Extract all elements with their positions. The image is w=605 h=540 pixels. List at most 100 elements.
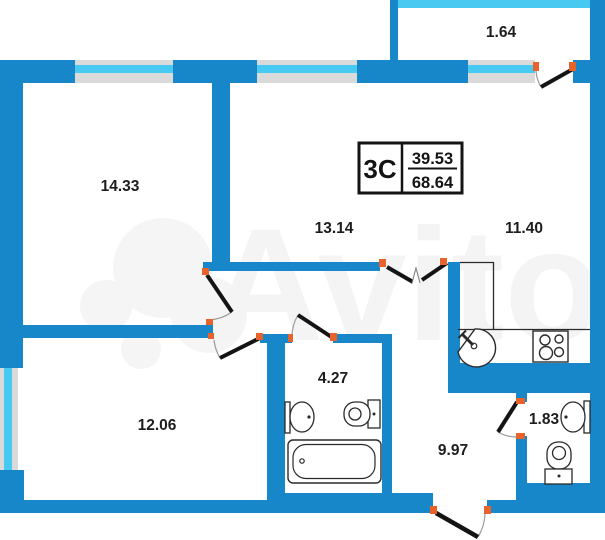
washbasin-tap [307,415,311,419]
door-jamb [208,333,214,339]
stove-burner [539,334,551,346]
door-jamb [379,259,386,267]
door-swing-arc [213,339,221,359]
wall-bath-right [382,334,392,500]
wall-room1-room2-divider [23,325,213,338]
room-label-bathroom: 4.27 [318,370,348,387]
door-jamb [430,506,437,514]
toilet-bowl-inner [348,407,362,421]
unit-info-badge: 3C 39.53 68.64 [357,141,464,195]
wall-top-segment [173,60,257,83]
door-jamb [288,334,293,342]
door-jamb [533,62,539,71]
toilet-bowl [343,401,371,427]
kitchen-folding-door [379,258,449,284]
bathtub-icon [287,439,382,484]
washbasin-tap [564,415,568,419]
stove-icon [532,330,569,363]
wall-kitchen-bottom [448,363,590,393]
interior-door-2 [208,333,263,360]
sink-tap [460,332,475,347]
wall-hall-top [203,262,380,271]
window-top-1-glass [75,65,173,73]
wall-wc-left-bottom [516,436,527,513]
wc-washbasin-icon [560,400,591,434]
wall-outer-bottom-left [0,500,433,513]
badge-upper-area: 39.53 [412,150,453,168]
wall-outer-left [0,60,23,368]
room-label-hallway: 9.97 [438,442,468,459]
door-jamb [206,319,213,325]
door-jamb [330,333,337,341]
door-jamb [516,398,525,404]
room-label-kitchen: 11.40 [505,220,543,237]
toilet-bowl-inner [551,445,567,461]
watermark-circle [80,280,132,332]
wc-door [496,398,525,439]
door-leaf [540,67,574,89]
washbasin-backplate [284,401,291,434]
interior-door-1 [202,268,234,325]
door-leaf [420,261,449,282]
wc-fixtures [544,400,591,485]
wall-room2-bath-divider [267,338,285,498]
sink-tap-handle [457,329,467,339]
bathtub-inner [292,443,376,480]
door-jamb [202,268,209,275]
stove-burner [554,334,564,344]
wall-balcony-left [390,0,398,60]
wall-top-segment [357,60,468,83]
door-leaf [205,273,234,314]
kitchen-sink-icon [457,328,497,368]
wall-kitchen-left [448,262,460,393]
bathroom-fixtures [284,399,382,484]
badge-rooms-type: 3C [363,154,396,184]
walls [0,0,605,513]
room-label-bedroom-bottom-left: 12.06 [138,417,177,434]
stove-burner [553,346,565,358]
door-jamb [256,333,263,340]
windows [0,0,590,470]
balcony-glazing [398,0,590,8]
entrance-door [430,506,491,539]
wall-outer-right [590,0,605,513]
room-label-balcony: 1.64 [486,24,517,41]
door-fold-mark [411,266,421,284]
door-jamb [569,62,576,71]
wall-outer-bottom-bath [267,493,433,501]
door-jamb [516,433,525,439]
window-left-glass [4,368,12,470]
door-leaf [219,336,261,360]
door-leaf [296,313,335,340]
bathtub-outer [287,439,382,484]
wall-top-segment [0,60,75,83]
door-leaf [496,400,519,434]
door-leaf [386,265,414,284]
washbasin-bowl [560,401,586,433]
sink-drain [470,342,478,350]
wc-toilet-icon [544,441,573,485]
washbasin-bowl [289,401,315,433]
wall-room1-right [212,83,230,262]
wall-top-segment [573,60,590,83]
room-label-bedroom-top-left: 14.33 [101,178,140,195]
kitchen-counter [457,261,590,368]
stove-outline [532,330,569,363]
watermark-circle [121,329,161,369]
window-kitchen-glass [468,65,535,73]
bathtub-drain [299,458,305,464]
door-jamb [440,258,447,265]
window-top-2-glass [257,65,357,73]
room-label-wc: 1.83 [529,411,560,428]
wall-bath-top-right [333,334,392,343]
toilet-button [557,474,561,478]
door-swing-arc [535,70,542,88]
wall-wc-bottom [527,483,590,513]
door-leaf [434,511,480,539]
counter-edge [460,261,495,329]
door-jamb [484,506,491,514]
wall-wc-left-top [516,393,527,402]
doors [202,62,576,539]
